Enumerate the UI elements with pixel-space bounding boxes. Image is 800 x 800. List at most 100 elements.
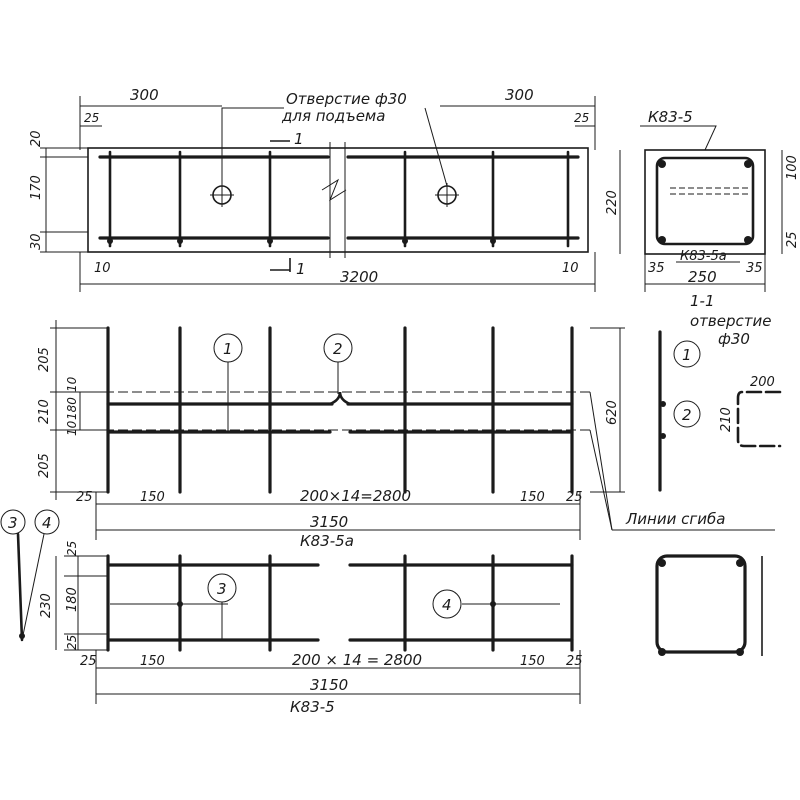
dim-25-left-b: 25	[80, 654, 97, 669]
dim-20: 20	[29, 130, 44, 147]
section-mark-bottom: 1	[296, 260, 306, 278]
bend-note-text: Линии сгиба	[625, 510, 725, 528]
corner-bar	[744, 236, 752, 244]
dim-150-right-a: 150	[520, 490, 545, 505]
dim-25-section: 25	[785, 231, 800, 248]
dim-150-right-b: 150	[520, 654, 545, 669]
cage-section-bottom	[655, 554, 763, 656]
mesh-name-b: К83-5	[290, 698, 335, 716]
dim-205-bot: 205	[37, 453, 52, 478]
bar-dot	[490, 238, 496, 244]
corner-bar	[658, 648, 666, 656]
dim-220: 220	[605, 190, 620, 215]
dim-205-top: 205	[37, 347, 52, 372]
dim-3150-b: 3150	[310, 676, 348, 694]
cage-label: К83-5	[648, 108, 693, 126]
detail-callout-1-text: 1	[682, 346, 692, 364]
dim-25-left: 25	[84, 111, 99, 125]
corner-bar	[736, 648, 744, 656]
side-callout-3	[0, 509, 26, 535]
dim-150-left-a: 150	[140, 490, 165, 505]
side-leader-4	[21, 533, 45, 641]
corner-bar	[658, 559, 666, 567]
cage-leader	[640, 125, 717, 151]
side-callout-4	[34, 509, 60, 535]
hole-leader-left	[221, 107, 284, 186]
cage-stirrup	[655, 554, 747, 654]
callout-4	[432, 589, 462, 619]
dim-spacing-a: 200×14=2800	[300, 487, 411, 505]
detail-callout-2-text: 2	[682, 406, 692, 424]
corner-bar	[658, 236, 666, 244]
callout-1-text: 1	[223, 340, 233, 358]
detail-dim-200: 200	[750, 375, 775, 390]
bar-dot	[660, 401, 666, 407]
dim-35-right: 35	[746, 261, 763, 276]
dim-10-bot: 10	[65, 420, 79, 436]
detail-bars: 1 2 200 210	[658, 330, 782, 492]
mesh-name-a: К83-5а	[300, 532, 354, 550]
dim-230: 230	[39, 593, 54, 618]
stirrup-section	[655, 156, 755, 246]
dim-3150-a: 3150	[310, 513, 348, 531]
bar-dot	[490, 601, 496, 607]
side-callouts: 3 4	[0, 509, 60, 642]
bar-dot	[402, 238, 408, 244]
bar-dot	[177, 238, 183, 244]
detail-callout-2	[673, 400, 701, 428]
bar-dot	[19, 633, 25, 639]
inner-label: К83-5а	[680, 249, 727, 264]
bend-leader	[589, 391, 613, 531]
transverse-bars	[106, 326, 574, 494]
bar-dot	[660, 433, 666, 439]
dim-180: 180	[65, 397, 79, 420]
callout-4-text: 4	[442, 596, 452, 614]
dim-30: 30	[29, 233, 44, 250]
dim-25-left-a: 25	[76, 490, 93, 505]
dim-250: 250	[688, 268, 717, 286]
dim-100: 100	[785, 155, 800, 180]
top-elevation: Отверстие ф30 для подъема 300 300 25 25 …	[29, 86, 596, 292]
beam-outline	[87, 147, 589, 253]
section-1-1: К83-5 220 100 25 К83-5а 35 250 35 1-1 от…	[605, 108, 800, 348]
mesh-k83-5a: 205 210 205 10 180 10 1 2	[37, 320, 625, 550]
dim-25-top-b: 25	[65, 541, 79, 556]
dim-10-right: 10	[562, 261, 579, 276]
side-callout-4-text: 4	[42, 514, 52, 532]
callout-3-text: 3	[217, 580, 227, 598]
hole-label-line1: отверстие	[690, 312, 771, 330]
dim-620: 620	[605, 400, 620, 425]
dim-25-right-a: 25	[566, 490, 583, 505]
dim-25-bot-b: 25	[65, 635, 79, 650]
dim-150-left-b: 150	[140, 654, 165, 669]
dim-25-right: 25	[574, 111, 589, 125]
dim-spacing-b: 200 × 14 = 2800	[292, 651, 422, 669]
corner-bar	[658, 160, 666, 168]
bar-dot	[267, 238, 273, 244]
hole-note-line2: для подъема	[281, 107, 385, 125]
break-symbol	[321, 178, 347, 202]
hole-label-line2: ф30	[718, 330, 750, 348]
side-bar-3	[16, 532, 24, 642]
bar-dot	[107, 238, 113, 244]
bend-leader	[589, 429, 613, 531]
dim-25-right-b: 25	[566, 654, 583, 669]
corner-bar	[736, 559, 744, 567]
mesh-k83-5: 25 180 25 230 3 4 25 150 200 × 14 = 2800	[39, 541, 583, 716]
dim-35-left: 35	[648, 261, 665, 276]
hole-note-line1: Отверстие ф30	[286, 90, 407, 108]
dim-180-b: 180	[65, 587, 80, 612]
dim-210: 210	[37, 399, 52, 424]
side-callout-3-text: 3	[8, 514, 18, 532]
callout-2-text: 2	[333, 340, 343, 358]
dim-3200: 3200	[340, 268, 378, 286]
dim-300-left: 300	[130, 86, 159, 104]
dim-300-right: 300	[505, 86, 534, 104]
bar-dot	[177, 601, 183, 607]
dim-10-top: 10	[65, 376, 79, 392]
detail-callout-1	[673, 340, 701, 368]
bar-joint	[328, 391, 352, 406]
detail-dim-210: 210	[719, 407, 734, 432]
hole-leader-right	[424, 107, 448, 187]
